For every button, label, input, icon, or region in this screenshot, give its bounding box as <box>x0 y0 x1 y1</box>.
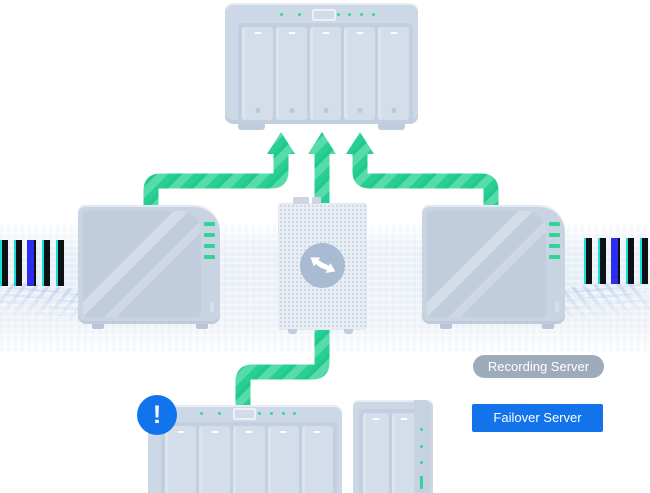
led-dot <box>280 13 283 16</box>
drive-bay <box>310 27 341 120</box>
top-tab <box>312 197 321 204</box>
drive-bay <box>391 413 417 493</box>
led-bar <box>204 222 215 226</box>
device-foot <box>542 324 554 329</box>
arrow-left-to-storage <box>143 132 295 224</box>
led-dot <box>200 412 203 415</box>
logo-plate <box>312 9 336 21</box>
top-tab <box>293 197 309 204</box>
led-dot <box>270 412 273 415</box>
recording-server-label: Recording Server <box>473 355 604 378</box>
standby-failover-server <box>353 400 433 493</box>
glitch-bars-left <box>0 240 66 286</box>
led-dot <box>258 412 261 415</box>
led-dot <box>360 13 363 16</box>
led-dot <box>282 412 285 415</box>
led-bar <box>549 255 560 259</box>
led-dot <box>337 13 340 16</box>
led-bar <box>420 476 423 489</box>
arrow-right-to-storage <box>346 132 499 224</box>
led-dot <box>218 412 221 415</box>
device-foot <box>196 324 208 329</box>
drive-bay <box>199 426 231 493</box>
led-bar <box>549 233 560 237</box>
led-dot <box>348 13 351 16</box>
led-dot <box>298 13 301 16</box>
drive-bay <box>276 27 307 120</box>
drive-bay <box>242 27 273 120</box>
glossy-front-panel <box>427 211 546 317</box>
led-bar <box>549 244 560 248</box>
drive-bay-area <box>238 23 413 124</box>
drive-bay <box>378 27 409 120</box>
device-foot <box>378 123 405 130</box>
led-dot <box>420 445 423 448</box>
led-bar <box>204 244 215 248</box>
drive-bay <box>233 426 265 493</box>
pipe-failed-server-to-failover <box>235 322 330 414</box>
led-dot <box>420 428 423 431</box>
led-bar <box>204 255 215 259</box>
power-button <box>210 302 214 312</box>
top-storage-device <box>225 3 418 130</box>
drive-bay <box>363 413 389 493</box>
led-dot <box>420 461 423 464</box>
device-foot <box>238 123 265 130</box>
glossy-front-panel <box>83 211 201 317</box>
led-bar <box>549 222 560 226</box>
device-foot <box>288 329 297 334</box>
led-column <box>414 400 430 493</box>
device-foot <box>440 324 452 329</box>
exclamation-badge-icon: ! <box>137 395 177 435</box>
device-foot <box>344 329 353 334</box>
failover-device <box>278 197 367 334</box>
failover-server-label: Failover Server <box>472 404 603 432</box>
device-foot <box>92 324 104 329</box>
led-dot <box>372 13 375 16</box>
drive-bay <box>165 426 197 493</box>
led-bar <box>204 233 215 237</box>
drive-bay <box>301 426 334 493</box>
power-button <box>555 302 559 312</box>
right-recording-server <box>422 205 565 329</box>
glitch-bars-right <box>584 238 650 284</box>
drive-bay <box>267 426 299 493</box>
failed-recording-server <box>148 405 342 493</box>
sync-arrows-icon <box>300 243 345 288</box>
logo-plate <box>233 408 256 420</box>
drive-bay <box>344 27 375 120</box>
drive-bay-area <box>359 409 421 493</box>
drive-bay-area <box>161 422 337 493</box>
led-dot <box>293 412 296 415</box>
left-recording-server <box>78 205 220 329</box>
